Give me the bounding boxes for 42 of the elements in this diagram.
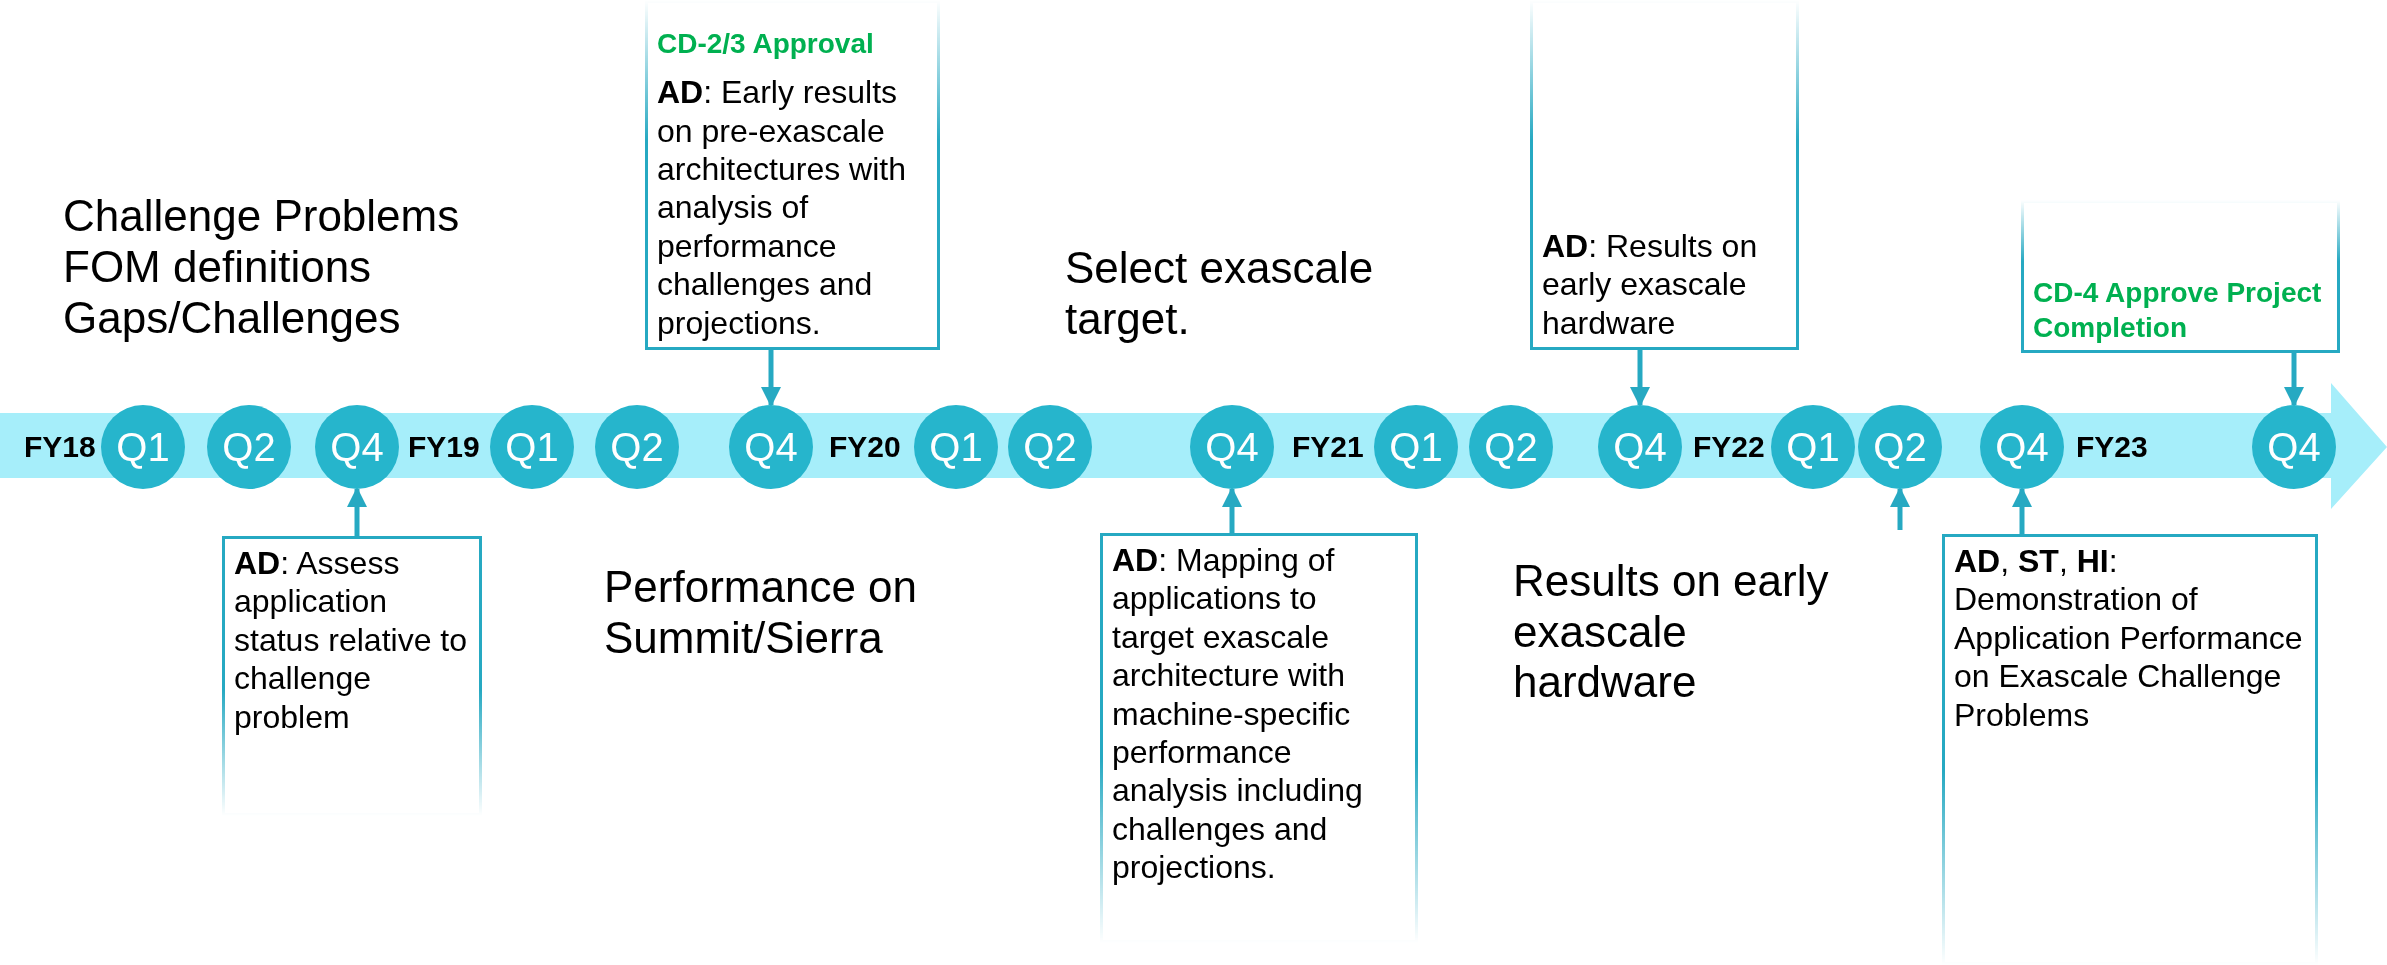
- milestone-text: AD: Mapping of applications to target exascale architecture with machine-specific performance analysis including challenges and projections.: [1112, 541, 1364, 887]
- quarter-circle: Q1: [1374, 405, 1458, 489]
- quarter-circle: Q2: [1008, 405, 1092, 489]
- quarter-circle: Q1: [490, 405, 574, 489]
- quarter-circle: Q4: [1598, 405, 1682, 489]
- milestone-heading: CD-4 Approve Project Completion: [2033, 276, 2323, 345]
- quarter-circle: Q4: [1190, 405, 1274, 489]
- year-label: FY22: [1693, 430, 1765, 464]
- milestone-text: AD, ST, HI: Demonstration of Application Performance on Exascale Challenge Problems: [1954, 542, 2304, 734]
- quarter-circle: Q2: [1858, 405, 1942, 489]
- year-label: FY23: [2076, 430, 2148, 464]
- year-label: FY18: [24, 430, 96, 464]
- milestone-text: AD: Early results on pre-exascale architectures with analysis of performance challenges and projections.: [657, 73, 907, 342]
- quarter-circle: Q4: [1980, 405, 2064, 489]
- quarter-circle: Q4: [315, 405, 399, 489]
- quarter-circle: Q1: [101, 405, 185, 489]
- phase-text: FOM definitions: [63, 242, 372, 293]
- quarter-circle: Q2: [1469, 405, 1553, 489]
- quarter-circle: Q1: [1771, 405, 1855, 489]
- milestone-heading: CD-2/3 Approval: [657, 27, 875, 62]
- year-label: FY20: [829, 430, 901, 464]
- arrow: [2284, 353, 2304, 407]
- year-label: FY19: [408, 430, 480, 464]
- arrow: [1222, 487, 1242, 533]
- arrow: [2012, 487, 2032, 534]
- quarter-circle: Q1: [914, 405, 998, 489]
- phase-text: Results on early exascale hardware: [1513, 556, 1830, 708]
- phase-text: Select exascale target.: [1065, 243, 1375, 345]
- quarter-circle: Q2: [595, 405, 679, 489]
- arrow: [1890, 487, 1910, 530]
- phase-text: Performance on Summit/Sierra: [604, 562, 919, 664]
- phase-text: Challenge Problems: [63, 191, 460, 242]
- quarter-circle: Q4: [729, 405, 813, 489]
- quarter-circle: Q4: [2252, 405, 2336, 489]
- milestone-text: AD: Results on early exascale hardware: [1542, 226, 1759, 342]
- quarter-circle: Q2: [207, 405, 291, 489]
- arrow: [347, 487, 367, 536]
- milestone-text: AD: Assess application status relative to challenge problem: [234, 544, 468, 736]
- arrow: [761, 350, 781, 407]
- year-label: FY21: [1292, 430, 1364, 464]
- arrow: [1630, 350, 1650, 407]
- phase-text: Gaps/Challenges: [63, 293, 401, 344]
